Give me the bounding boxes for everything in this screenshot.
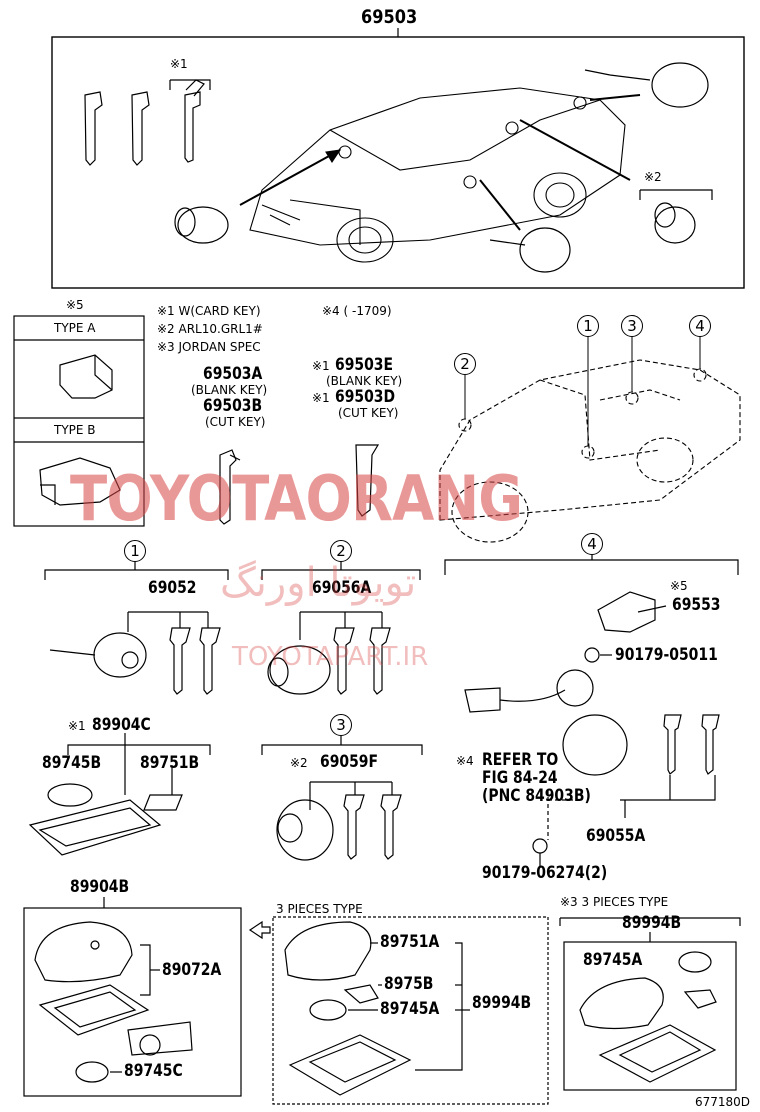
group4-screw-part: 90179-05011: [615, 645, 718, 665]
type-b-label: TYPE B: [54, 423, 96, 437]
note-line-3: ※3 JORDAN SPEC: [157, 340, 261, 354]
fob-frame: [23, 907, 242, 1097]
card-blank-key-desc: (BLANK KEY): [326, 374, 403, 388]
type-note-mark: ※5: [66, 298, 84, 312]
type-b-cover-drawing: [39, 457, 121, 506]
three-pieces-parts-drawing: [284, 921, 470, 1096]
fob-cover-part: 89072A: [162, 960, 222, 980]
group1-parts-drawing: [49, 611, 221, 695]
assembly-part-number: 69503: [361, 6, 418, 28]
callout-1: 1: [577, 315, 599, 337]
card-key-assy-part: 89904C: [92, 715, 151, 735]
blank-key-desc: (BLANK KEY): [191, 383, 268, 397]
jordan-three-pieces-label: ※3 3 PIECES TYPE: [560, 895, 669, 909]
watermark-main: TOYOTAORANG: [70, 462, 523, 535]
callout-3: 3: [621, 315, 643, 337]
callout-leaders: [464, 336, 701, 446]
group3-parts-drawing: [276, 781, 402, 861]
group4-ref-line-1: REFER TO: [482, 750, 559, 770]
type-a-cover-drawing: [59, 354, 113, 399]
fob-battery-part: 89745C: [124, 1061, 183, 1081]
overview-frame: [51, 36, 745, 289]
note-line-4: ※4 ( -1709): [322, 304, 392, 318]
group4-ref-line-2: FIG 84-24: [482, 768, 558, 788]
three-pieces-battery-part: 89745A: [380, 999, 440, 1019]
three-pieces-assy-part: 89994B: [472, 993, 532, 1013]
group4-cover-part: 69553: [672, 595, 721, 615]
card-battery-part: 89745B: [42, 753, 102, 773]
jordan-assy-part: 89994B: [622, 913, 682, 933]
group3-mark: ※2: [290, 756, 308, 770]
card-blank-key-part: 69503E: [335, 355, 394, 375]
card-mark: ※1: [68, 719, 86, 733]
top-cylinders-drawing: [169, 62, 713, 273]
group4-ref-line-3: (PNC 84903B): [482, 786, 591, 806]
three-pieces-cover-part: 89751A: [380, 932, 440, 952]
three-pieces-label: 3 PIECES TYPE: [276, 902, 363, 916]
arrow-left-icon: [248, 920, 271, 940]
group4-ref-mark: ※4: [456, 754, 474, 768]
group1-part: 69052: [148, 578, 197, 598]
card-cut-key-part: 69503D: [335, 387, 396, 407]
group4-screw2-part: 90179-06274(2): [482, 863, 608, 883]
group4-circle: 4: [581, 533, 603, 555]
watermark-persian: تویوتا اورنگ: [220, 560, 417, 606]
watermark-url: TOYOTAPART.IR: [232, 642, 429, 672]
jordan-parts-drawing: [579, 951, 717, 1083]
note-line-2: ※2 ARL10.GRL1#: [157, 322, 263, 336]
group2-parts-drawing: [267, 611, 391, 695]
group3-circle: 3: [330, 714, 352, 736]
figure-id: 677180D: [695, 1095, 751, 1109]
three-pieces-plate-part: 8975B: [384, 974, 434, 994]
overview-car-drawing: [239, 87, 641, 263]
mid-keys-drawing: [219, 444, 380, 525]
group2-circle: 2: [330, 540, 352, 562]
jordan-battery-part: 89745A: [583, 950, 643, 970]
group4-cylinder-part: 69055A: [586, 826, 646, 846]
type-panel-frame: [13, 315, 145, 527]
cut-key-desc: (CUT KEY): [205, 415, 266, 429]
callout-4: 4: [689, 315, 711, 337]
card-blank-mark: ※1: [312, 359, 330, 373]
blank-key-part: 69503A: [203, 364, 263, 384]
note-line-1: ※1 W(CARD KEY): [157, 304, 261, 318]
type-a-label: TYPE A: [54, 321, 96, 335]
group1-bracket: [44, 569, 229, 580]
arl-mark: ※2: [644, 170, 662, 184]
card-cut-mark: ※1: [312, 391, 330, 405]
fob-parts-drawing: [34, 921, 193, 1083]
fob-assy-part: 89904B: [70, 877, 130, 897]
group4-parts-drawing: [464, 591, 720, 866]
card-label-part: 89751B: [140, 753, 200, 773]
cut-key-part: 69503B: [203, 396, 263, 416]
card-cut-key-desc: (CUT KEY): [338, 406, 399, 420]
group2-part: 69056A: [312, 578, 372, 598]
group4-mark: ※5: [670, 579, 688, 593]
group3-part: 69059F: [320, 752, 379, 772]
group1-circle: 1: [124, 540, 146, 562]
top-keys-drawing: [84, 79, 205, 166]
callout-2: 2: [454, 353, 476, 375]
three-pieces-frame: [272, 916, 549, 1105]
group4-bracket: [444, 559, 739, 575]
group3-bracket: [261, 744, 423, 755]
card-parts-drawing: [28, 733, 211, 856]
card-key-mark: ※1: [170, 57, 188, 71]
